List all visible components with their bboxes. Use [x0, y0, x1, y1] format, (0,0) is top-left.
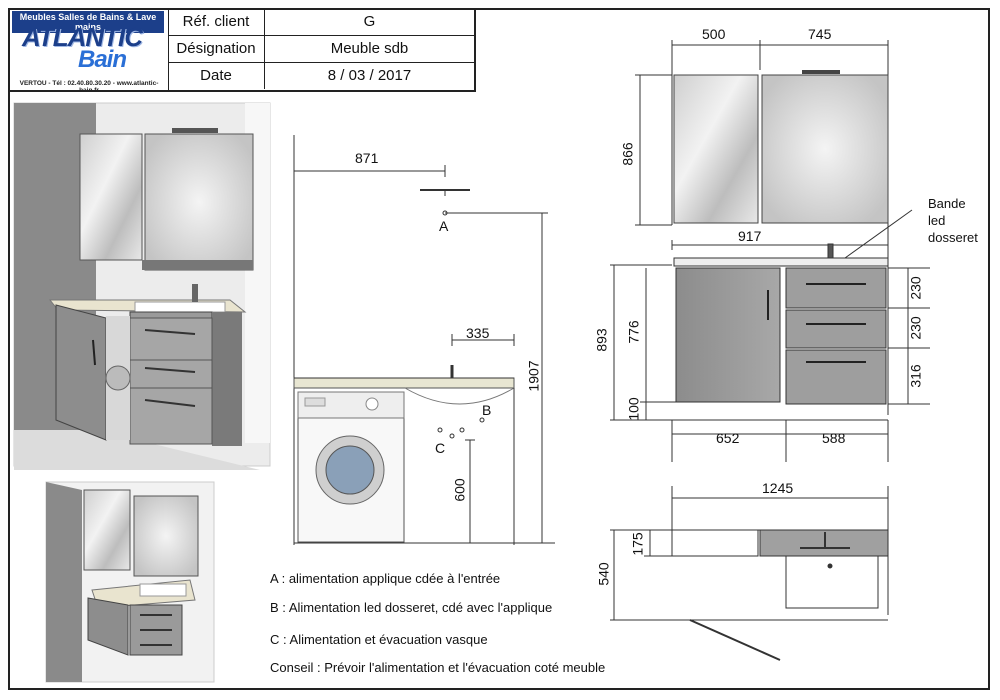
dim-side-600: 600 — [451, 478, 468, 502]
value-designation: Meuble sdb — [330, 40, 409, 57]
dim-mirror-866: 866 — [619, 142, 636, 166]
dim-mirror-500: 500 — [702, 26, 726, 42]
dim-side-1907: 1907 — [525, 360, 542, 392]
front-cabinet — [610, 209, 930, 462]
logo-tagline: Meubles Salles de Bains & Lave mains — [12, 11, 164, 33]
dim-mirror-745: 745 — [808, 26, 832, 42]
logo-contact: VERTOU - Tél : 02.40.80.30.20 - www.atla… — [19, 80, 159, 94]
title-block: Meubles Salles de Bains & Lave mains ATL… — [8, 8, 476, 94]
top-view — [610, 486, 889, 661]
dim-side-335: 335 — [466, 325, 490, 341]
render-3d-main — [13, 102, 271, 470]
legend-a-text: alimentation applique cdée à l'entrée — [288, 571, 501, 586]
dim-cabinet-776: 776 — [625, 320, 642, 344]
value-date: 8 / 03 / 2017 — [327, 67, 412, 84]
company-logo: Meubles Salles de Bains & Lave mains ATL… — [8, 8, 169, 94]
row-date: Date 8 / 03 / 2017 — [168, 62, 474, 89]
led-label-line2: led — [928, 213, 946, 228]
dim-side-871: 871 — [355, 150, 379, 166]
legend-c: C : Alimentation et évacuation vasque — [270, 632, 488, 647]
dim-drawer-316: 316 — [907, 364, 924, 388]
legend-conseil-key: Conseil : — [270, 660, 321, 675]
washing-machine — [297, 391, 405, 543]
dim-plinth-100: 100 — [625, 397, 642, 421]
value-client-ref: G — [363, 13, 376, 30]
label-client-ref: Réf. client — [168, 8, 265, 35]
led-label-line1: Bande — [928, 196, 966, 211]
dim-left-652: 652 — [716, 430, 740, 446]
label-designation: Désignation — [168, 35, 265, 62]
legend-a-key: A : — [270, 571, 286, 586]
dim-drawer-230-b: 230 — [907, 316, 924, 340]
dim-depth-540: 540 — [595, 562, 612, 586]
legend-b-key: B : — [270, 600, 286, 615]
front-mirrors — [673, 70, 889, 224]
side-view — [293, 135, 555, 545]
row-client-ref: Réf. client G — [168, 8, 474, 36]
legend-b: B : Alimentation led dosseret, cdé avec … — [270, 600, 552, 615]
drawing-sheet — [8, 8, 990, 690]
label-date: Date — [168, 62, 265, 89]
point-c-label: C — [435, 440, 446, 456]
row-designation: Désignation Meuble sdb — [168, 35, 474, 63]
logo-word-bain: Bain — [78, 46, 127, 73]
legend-c-key: C : — [270, 632, 287, 647]
legend-c-text: Alimentation et évacuation vasque — [289, 632, 488, 647]
dim-total-893: 893 — [593, 328, 610, 352]
dim-right-588: 588 — [822, 430, 846, 446]
dim-depth-175: 175 — [629, 532, 646, 556]
dim-drawer-230-a: 230 — [907, 276, 924, 300]
legend-b-text: Alimentation led dosseret, cdé avec l'ap… — [288, 600, 553, 615]
point-a-label: A — [439, 218, 449, 234]
render-3d-secondary — [45, 481, 215, 683]
dim-top-917: 917 — [738, 228, 762, 244]
led-label-line3: dosseret — [928, 230, 978, 245]
dim-top-1245: 1245 — [762, 480, 794, 496]
logo-word-atlantic: ATLANTIC — [22, 22, 143, 52]
legend-conseil: Conseil : Prévoir l'alimentation et l'év… — [270, 660, 605, 675]
legend-a: A : alimentation applique cdée à l'entré… — [270, 571, 500, 586]
point-b-label: B — [482, 402, 492, 418]
legend-conseil-text: Prévoir l'alimentation et l'évacuation c… — [324, 660, 606, 675]
